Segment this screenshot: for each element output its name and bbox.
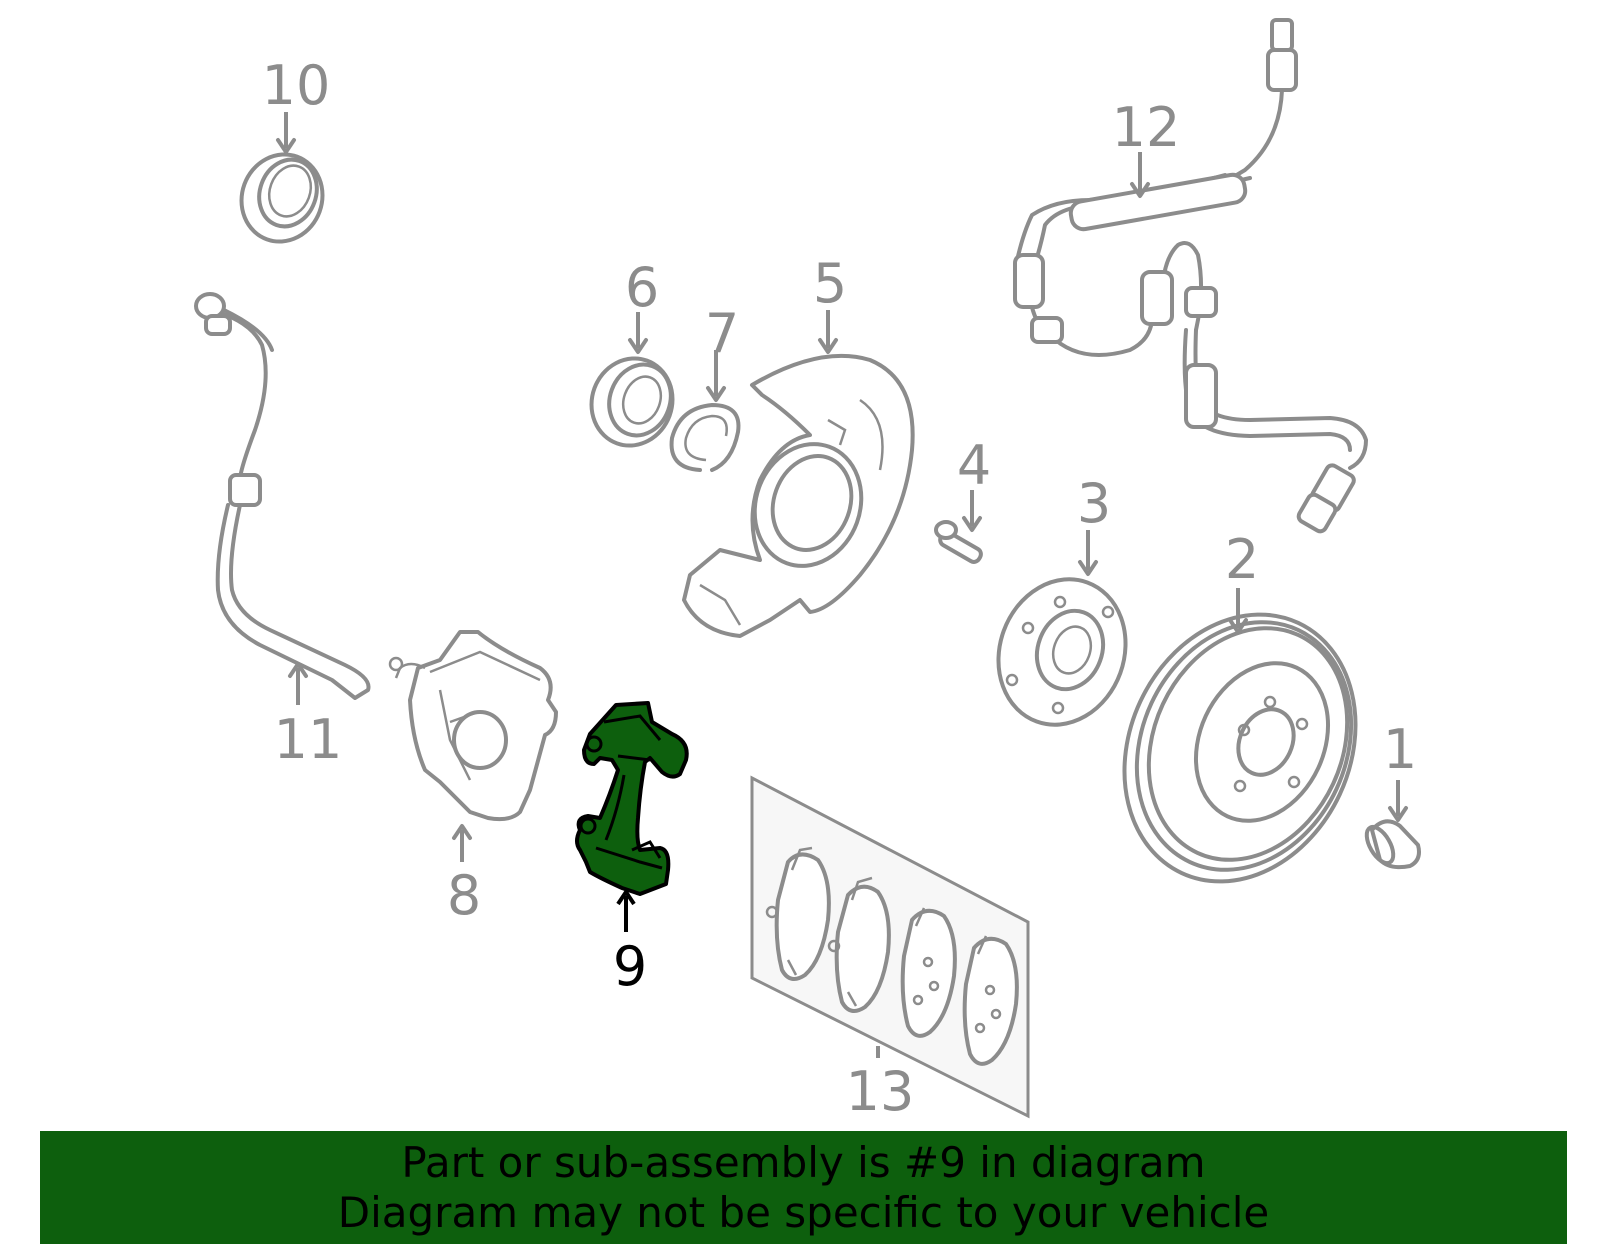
arrowhead-7 xyxy=(706,386,726,402)
callout-11[interactable]: 11 xyxy=(274,708,343,771)
info-banner: Part or sub-assembly is #9 in diagram Di… xyxy=(40,1131,1567,1244)
callout-5[interactable]: 5 xyxy=(813,252,847,315)
arrowhead-11 xyxy=(288,662,308,678)
banner-line-1: Part or sub-assembly is #9 in diagram xyxy=(401,1137,1206,1187)
part-13-brake-pads[interactable] xyxy=(750,775,1030,1119)
arrowhead-9 xyxy=(616,888,636,906)
arrowhead-1 xyxy=(1388,806,1408,822)
callout-7[interactable]: 7 xyxy=(705,302,739,365)
banner-line-2: Diagram may not be specific to your vehi… xyxy=(337,1187,1270,1237)
callout-10[interactable]: 10 xyxy=(262,54,331,117)
part-8-caliper[interactable] xyxy=(388,630,558,822)
brake-pad-3 xyxy=(900,907,957,1038)
arrowhead-2 xyxy=(1228,618,1248,634)
callout-13[interactable]: 13 xyxy=(846,1060,915,1123)
arrowhead-6 xyxy=(628,338,648,354)
arrowhead-8 xyxy=(452,824,472,840)
arrowhead-3 xyxy=(1078,560,1098,576)
part-9-caliper-bracket[interactable] xyxy=(575,701,689,896)
brake-pad-1 xyxy=(765,846,831,981)
part-3-hub[interactable] xyxy=(978,561,1145,742)
callout-1[interactable]: 1 xyxy=(1383,718,1417,781)
part-7-snap-ring[interactable] xyxy=(669,403,741,472)
arrowhead-12 xyxy=(1130,182,1150,198)
callout-8[interactable]: 8 xyxy=(447,864,481,927)
arrowhead-5 xyxy=(818,338,838,354)
part-4-bolt[interactable] xyxy=(934,520,983,564)
arrowhead-10 xyxy=(276,138,296,154)
part-6-bearing[interactable] xyxy=(579,347,684,457)
part-11-brake-hose[interactable] xyxy=(194,292,371,700)
parts-diagram: 10 11 6 7 5 4 xyxy=(194,18,1421,1123)
callout-4[interactable]: 4 xyxy=(957,434,991,497)
arrowhead-4 xyxy=(962,516,982,532)
callout-3[interactable]: 3 xyxy=(1077,472,1111,535)
callout-2[interactable]: 2 xyxy=(1225,528,1259,591)
part-2-rotor[interactable] xyxy=(1082,576,1398,919)
part-1-cap[interactable] xyxy=(1361,819,1421,870)
brake-pad-2 xyxy=(827,876,891,1013)
callout-9[interactable]: 9 xyxy=(613,935,647,998)
part-5-splash-shield[interactable] xyxy=(682,353,915,638)
brake-pad-4 xyxy=(962,935,1019,1066)
part-12-abs-sensor[interactable] xyxy=(1013,18,1368,534)
part-10-seal[interactable] xyxy=(229,143,334,253)
callout-12[interactable]: 12 xyxy=(1112,96,1181,159)
callout-6[interactable]: 6 xyxy=(625,256,659,319)
